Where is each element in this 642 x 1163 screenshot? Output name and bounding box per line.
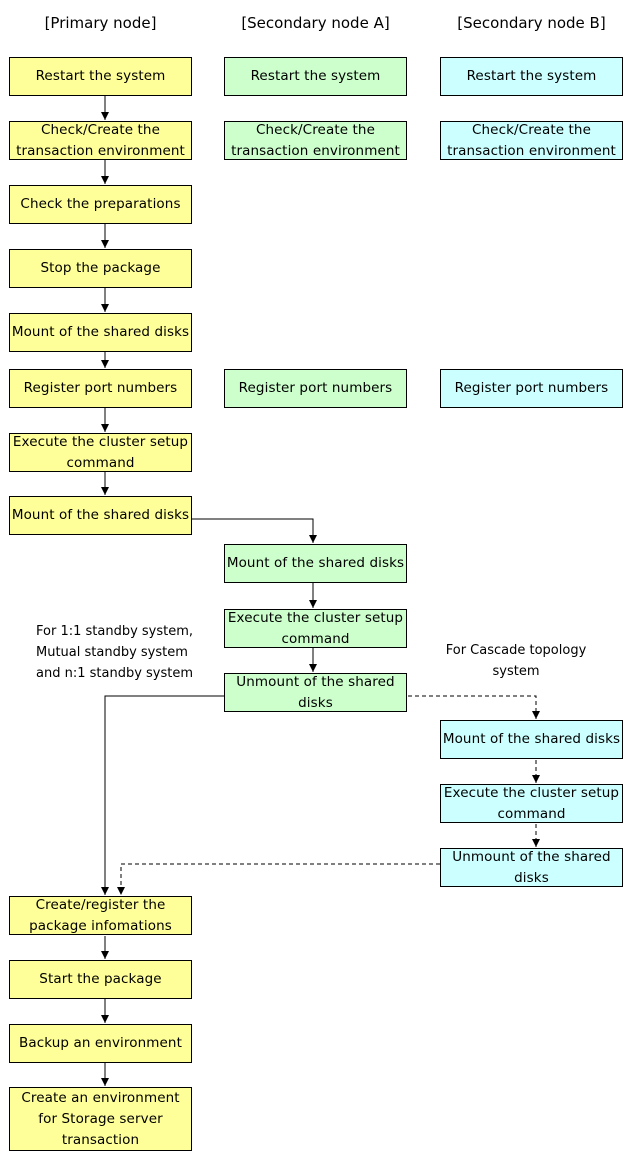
primary-create-register-package-box: Create/register the package infomations [9, 896, 192, 935]
secondary-b-unmount-shared-disks-box: Unmount of the shared disks [440, 848, 623, 887]
arrow-b-unmount-to-primary [117, 863, 440, 895]
primary-mount-shared-disks-box: Mount of the shared disks [9, 313, 192, 352]
arrow-primary-to-secondary-a [192, 518, 317, 543]
secondary-b-restart-system-box: Restart the system [440, 57, 623, 96]
secondary-a-restart-system-box: Restart the system [224, 57, 407, 96]
secondary-a-register-port-numbers-box: Register port numbers [224, 369, 407, 408]
primary-mount-shared-disks-2-box: Mount of the shared disks [9, 496, 192, 535]
primary-start-package-box: Start the package [9, 960, 192, 999]
secondary-a-check-create-env-box: Check/Create the transaction environment [224, 121, 407, 160]
secondary-a-execute-cluster-setup-box: Execute the cluster setup command [224, 609, 407, 648]
primary-restart-system-box: Restart the system [9, 57, 192, 96]
primary-create-storage-env-box: Create an environment for Storage server… [9, 1087, 192, 1151]
cascade-topology-note: For Cascade topology system [445, 643, 587, 679]
secondary-b-execute-cluster-setup-box: Execute the cluster setup command [440, 784, 623, 823]
secondary-b-check-create-env-box: Check/Create the transaction environment [440, 121, 623, 160]
primary-stop-package-box: Stop the package [9, 249, 192, 288]
primary-check-create-env-box: Check/Create the transaction environment [9, 121, 192, 160]
arrow-a-to-b-dashed [408, 695, 540, 719]
secondary-node-a-header: [Secondary node A] [241, 14, 390, 32]
secondary-node-b-header: [Secondary node B] [457, 14, 606, 32]
secondary-b-mount-shared-disks-box: Mount of the shared disks [440, 720, 623, 759]
primary-register-port-numbers-box: Register port numbers [9, 369, 192, 408]
primary-backup-environment-box: Backup an environment [9, 1024, 192, 1063]
primary-execute-cluster-setup-box: Execute the cluster setup command [9, 433, 192, 472]
primary-check-preparations-box: Check the preparations [9, 185, 192, 224]
primary-node-header: [Primary node] [44, 14, 157, 32]
secondary-b-register-port-numbers-box: Register port numbers [440, 369, 623, 408]
standby-system-note: For 1:1 standby system, Mutual standby s… [36, 624, 194, 681]
secondary-a-mount-shared-disks-box: Mount of the shared disks [224, 544, 407, 583]
arrow-a-unmount-to-primary [101, 695, 224, 895]
secondary-a-unmount-shared-disks-box: Unmount of the shared disks [224, 673, 407, 712]
